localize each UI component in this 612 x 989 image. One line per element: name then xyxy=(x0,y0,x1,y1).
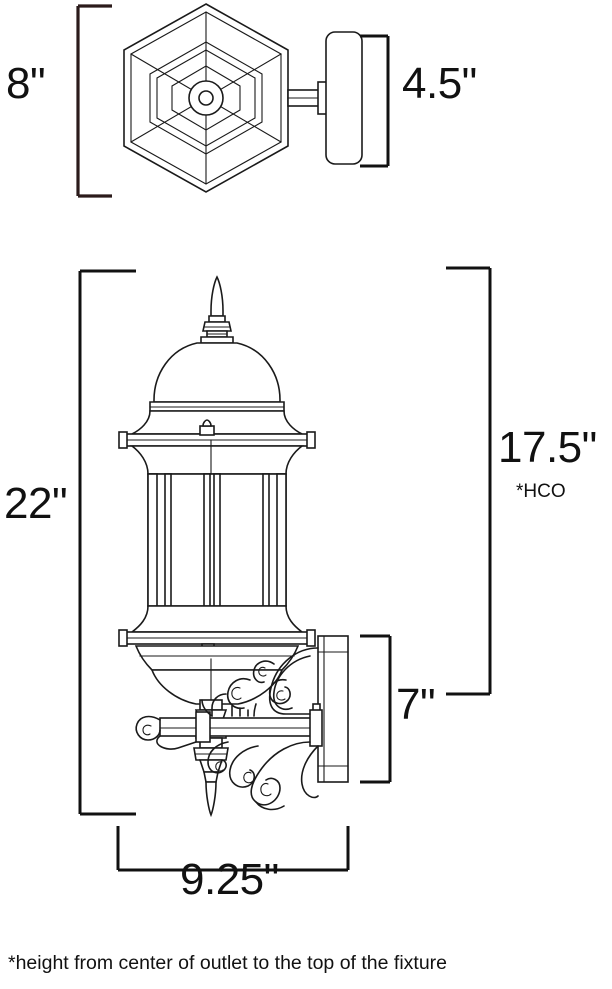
dimension-17-5in xyxy=(446,266,492,696)
dimension-label-17-5in: 17.5" xyxy=(498,423,597,472)
scrollwork-lower xyxy=(207,741,319,811)
dome-cap xyxy=(131,342,303,435)
dimension-22in xyxy=(78,269,136,816)
glass-body xyxy=(147,439,287,607)
dimension-7in xyxy=(360,634,392,784)
wall-mount-plate xyxy=(312,635,349,783)
dimension-label-9-25in: 9.25" xyxy=(180,855,279,904)
bracket-arm xyxy=(135,709,323,750)
top-view-group xyxy=(76,3,390,198)
center-hub xyxy=(188,80,224,116)
upper-cornice xyxy=(118,419,316,475)
top-view-stem xyxy=(287,81,329,115)
top-finial xyxy=(200,275,234,344)
dimension-label-22in: 22" xyxy=(4,479,68,528)
dimension-label-4-5in: 4.5" xyxy=(402,59,477,108)
dimension-9-25in xyxy=(116,826,350,872)
dimension-8in xyxy=(76,4,112,198)
lower-cornice xyxy=(118,605,316,660)
scrollwork-upper xyxy=(201,647,319,717)
dimension-label-8in: 8" xyxy=(6,59,46,108)
footnote: *height from center of outlet to the top… xyxy=(8,952,448,974)
dimension-note-hco: *HCO xyxy=(516,481,566,502)
front-elevation-group xyxy=(78,266,492,872)
dimension-4-5in xyxy=(360,34,390,168)
dimension-label-7in: 7" xyxy=(396,680,436,729)
top-view-backplate xyxy=(325,31,363,165)
